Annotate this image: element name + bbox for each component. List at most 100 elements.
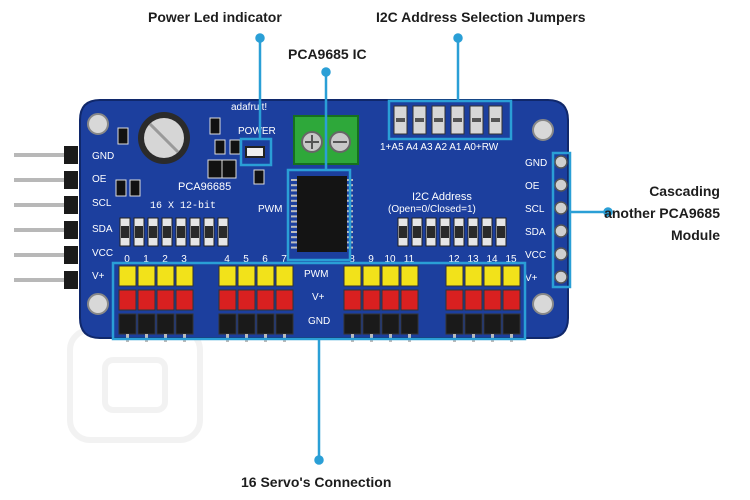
- board-brand: adafruit!: [231, 102, 267, 113]
- header-pin: [14, 228, 76, 232]
- servo-header-pin: [256, 265, 275, 287]
- servo-header-pin: [218, 265, 237, 287]
- servo-header-pin: [362, 313, 381, 335]
- callout-servo: 16 Servo's Connection: [241, 474, 392, 490]
- channel-number: 1: [143, 254, 149, 265]
- right-pin-vplus: V+: [525, 273, 538, 284]
- channel-number: 5: [243, 254, 249, 265]
- resistor-row-right: [397, 217, 507, 247]
- channels-label: 16 X 12-bit: [150, 200, 216, 212]
- servo-header-pin: [362, 289, 381, 311]
- header-housing: [64, 221, 78, 239]
- callout-cascading-line1: Cascading: [649, 183, 720, 199]
- servo-header-pin: [400, 265, 419, 287]
- servo-header-pin: [464, 289, 483, 311]
- resistor-body: [441, 226, 449, 238]
- highlight-jumpers: [387, 99, 513, 141]
- left-header-pins: [14, 146, 78, 289]
- resistor-body: [121, 226, 129, 238]
- resistor-body: [427, 226, 435, 238]
- servo-header-pin: [218, 313, 237, 335]
- pwm-center-label: PWM: [258, 204, 282, 215]
- servo-header-pin: [381, 313, 400, 335]
- servo-header-pin: [175, 289, 194, 311]
- servo-header-pin: [156, 289, 175, 311]
- resistor-body: [163, 226, 171, 238]
- pca9685-ic: [291, 176, 353, 252]
- servo-header-pin: [343, 265, 362, 287]
- left-pin-vcc: VCC: [92, 248, 113, 259]
- resistor-body: [455, 226, 463, 238]
- servo-header-pin: [400, 313, 419, 335]
- servo-header-pin: [445, 313, 464, 335]
- servo-header-pin: [118, 313, 137, 335]
- address-jumper-gap: [491, 118, 500, 122]
- servo-header-pin: [381, 265, 400, 287]
- mounting-hole: [532, 119, 554, 141]
- channel-number: 13: [467, 254, 479, 265]
- header-housing: [64, 196, 78, 214]
- address-jumper-gap: [453, 118, 462, 122]
- callout-pca-ic: PCA9685 IC: [288, 46, 367, 62]
- jumper-labels: 1+A5 A4 A3 A2 A1 A0+RW: [380, 142, 499, 153]
- resistor-body: [483, 226, 491, 238]
- servo-header-pin: [362, 265, 381, 287]
- channel-number: 14: [486, 254, 498, 265]
- resistor-body: [177, 226, 185, 238]
- servo-header-pin: [502, 313, 521, 335]
- header-pin: [14, 153, 76, 157]
- callout-cascading-line3: Module: [671, 227, 720, 243]
- highlight-right-header: [551, 151, 572, 289]
- header-housing: [64, 246, 78, 264]
- chip-label: PCA96685: [178, 181, 231, 193]
- right-pin-gnd: GND: [525, 158, 547, 169]
- header-pin: [14, 253, 76, 257]
- servo-header-pin: [237, 289, 256, 311]
- row-label-gnd: GND: [308, 316, 330, 327]
- left-pin-vplus: V+: [92, 271, 105, 282]
- resistor-row-left: [119, 217, 229, 247]
- servo-header-pin: [464, 313, 483, 335]
- servo-header-pin: [175, 265, 194, 287]
- servo-header-pin: [502, 265, 521, 287]
- servo-header-pin: [483, 313, 502, 335]
- highlight-ic: [286, 168, 352, 262]
- servo-header-pin: [275, 313, 294, 335]
- mounting-hole: [532, 293, 554, 315]
- channel-number: 11: [404, 254, 415, 265]
- header-pin: [14, 203, 76, 207]
- channel-number: 7: [281, 254, 287, 265]
- resistor-body: [469, 226, 477, 238]
- resistor-body: [191, 226, 199, 238]
- row-label-pwm: PWM: [304, 269, 328, 280]
- channel-number: 2: [162, 254, 168, 265]
- servo-header-pin: [445, 265, 464, 287]
- resistor-body: [413, 226, 421, 238]
- callout-i2c-jumpers: I2C Address Selection Jumpers: [376, 9, 586, 25]
- resistor-body: [219, 226, 227, 238]
- channel-number: 6: [262, 254, 268, 265]
- callout-power-led: Power Led indicator: [148, 9, 282, 25]
- header-pad: [554, 270, 568, 284]
- header-pin: [14, 278, 76, 282]
- left-pin-gnd: GND: [92, 151, 114, 162]
- header-housing: [64, 171, 78, 189]
- channel-number: 15: [505, 254, 517, 265]
- servo-header-pin: [483, 289, 502, 311]
- channel-number: 12: [448, 254, 460, 265]
- right-pin-sda: SDA: [525, 227, 546, 238]
- servo-header-pin: [137, 289, 156, 311]
- address-subtitle: (Open=0/Closed=1): [388, 204, 476, 215]
- address-jumper-gap: [472, 118, 481, 122]
- channel-number: 9: [368, 254, 374, 265]
- address-jumper-gap: [434, 118, 443, 122]
- servo-header-pin: [381, 289, 400, 311]
- servo-header-pin: [483, 265, 502, 287]
- servo-header-pin: [275, 289, 294, 311]
- servo-header-pin: [343, 289, 362, 311]
- callout-cascading-line2: another PCA9685: [604, 205, 720, 221]
- left-pin-oe: OE: [92, 174, 107, 185]
- servo-header-pin: [118, 265, 137, 287]
